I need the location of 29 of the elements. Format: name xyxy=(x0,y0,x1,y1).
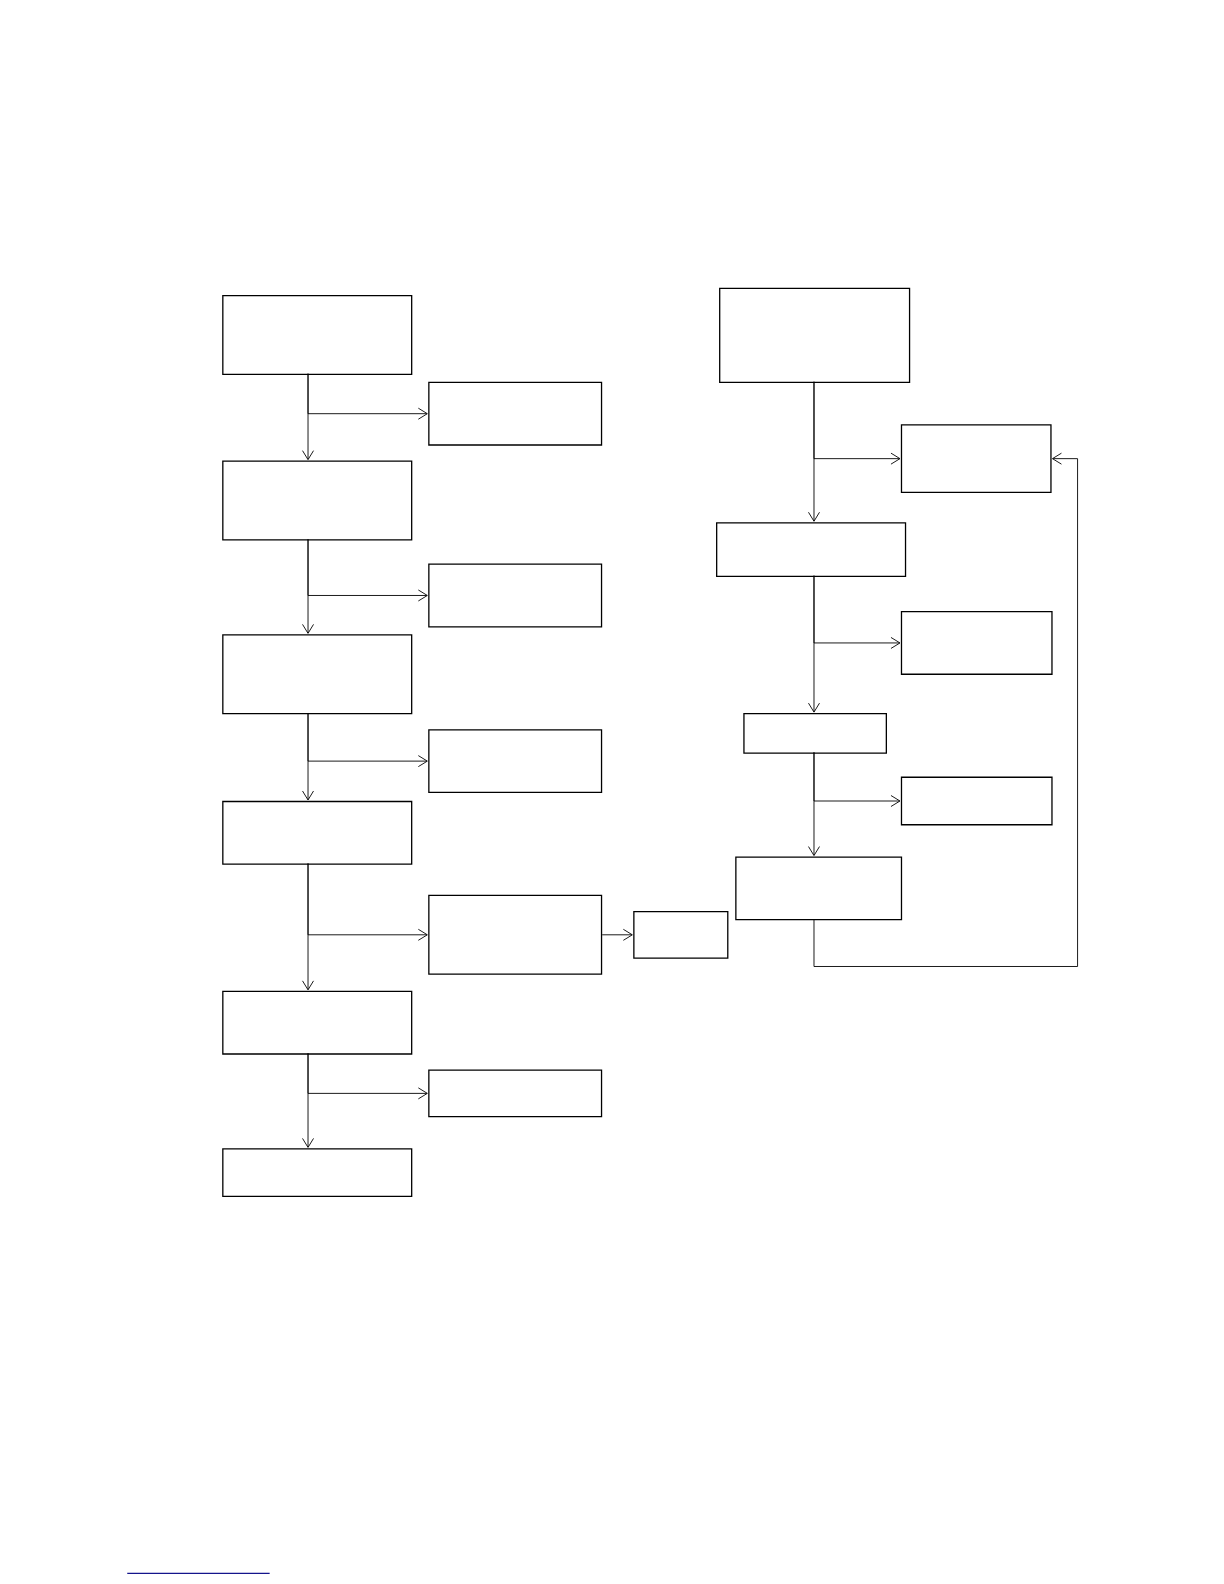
process-box xyxy=(716,522,907,577)
arrow xyxy=(601,928,633,941)
process-box xyxy=(735,856,903,921)
process-box xyxy=(900,611,1053,675)
arrow xyxy=(808,751,820,856)
process-box xyxy=(222,800,413,865)
process-box xyxy=(428,894,603,975)
arrow xyxy=(808,575,820,713)
arrow xyxy=(302,373,314,461)
process-box xyxy=(222,460,413,541)
arrow xyxy=(302,863,314,991)
process-box xyxy=(428,563,603,628)
arrow xyxy=(813,452,1078,967)
arrow xyxy=(808,381,820,522)
process-box xyxy=(900,424,1052,494)
arrow xyxy=(302,712,314,801)
arrow xyxy=(302,538,314,634)
arrow xyxy=(302,1052,314,1148)
process-box xyxy=(428,381,603,446)
process-box xyxy=(900,776,1053,826)
process-box xyxy=(222,294,413,375)
process-box xyxy=(428,1069,603,1118)
process-box xyxy=(633,910,729,959)
process-box xyxy=(743,713,887,754)
process-box xyxy=(222,990,413,1055)
process-box xyxy=(222,634,413,715)
process-box xyxy=(428,729,603,794)
process-box xyxy=(719,287,911,384)
process-box xyxy=(222,1148,413,1198)
